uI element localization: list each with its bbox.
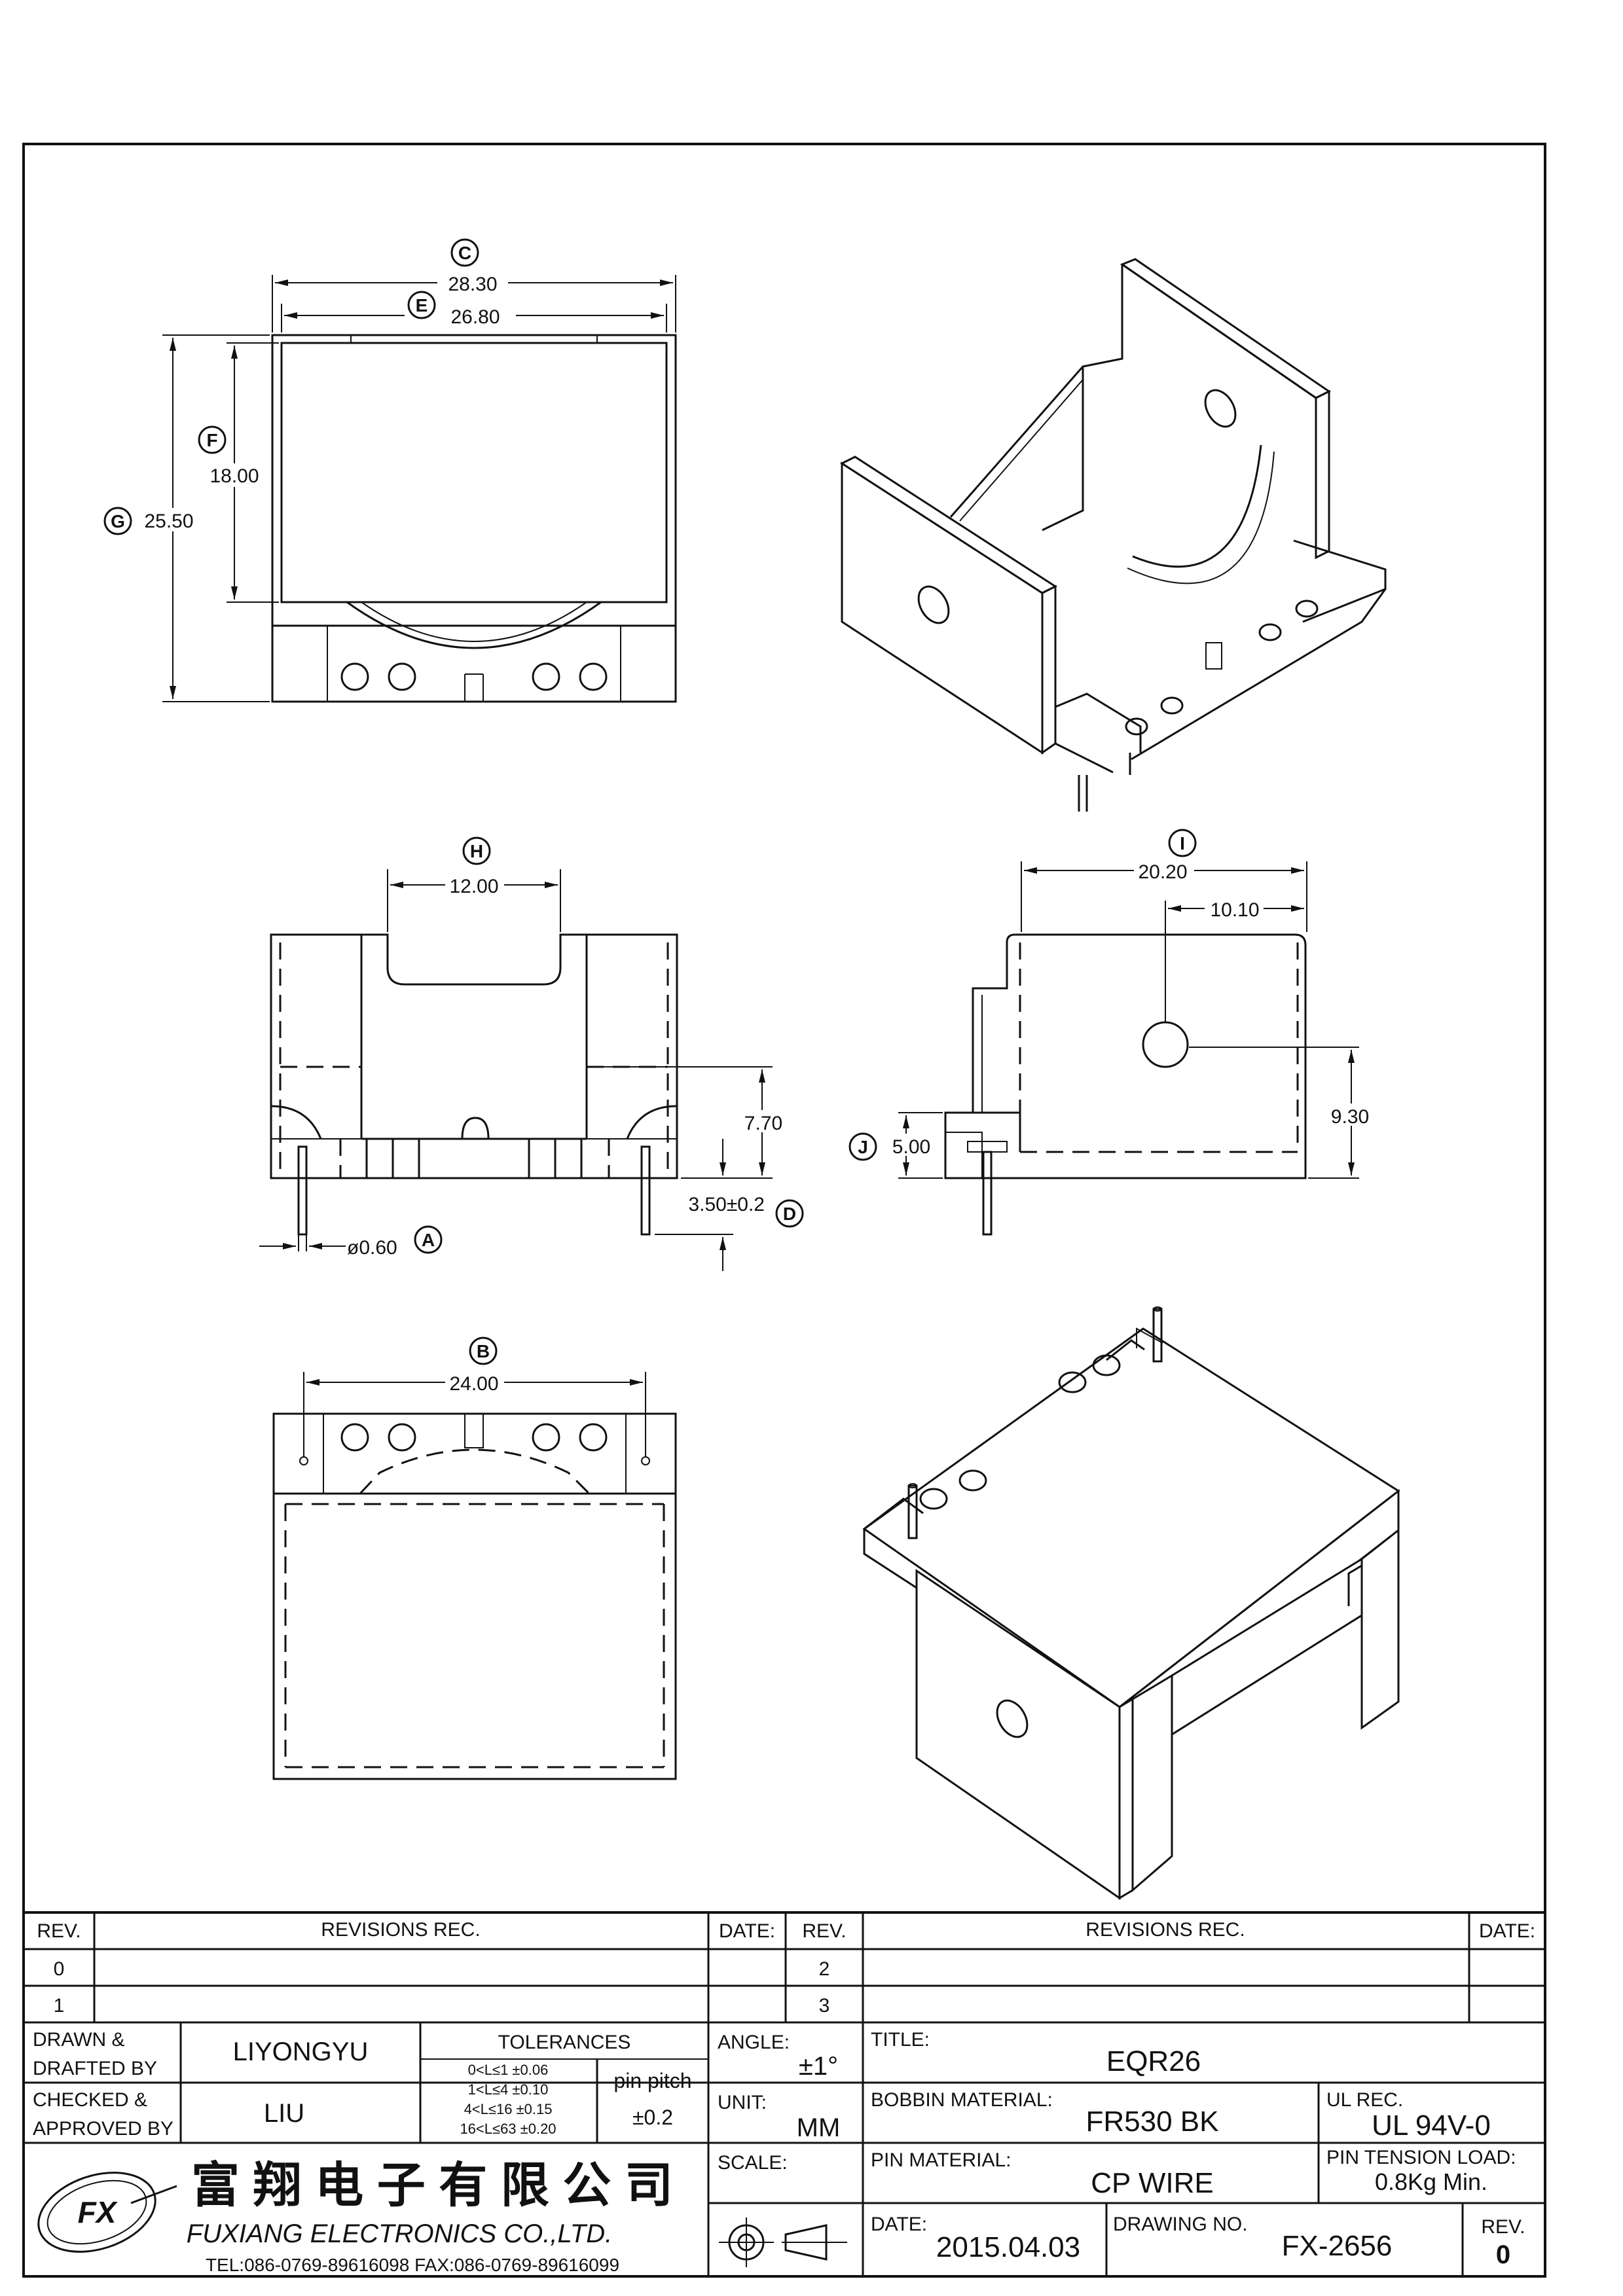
dim-h: H 12.00 (387, 836, 561, 932)
drawn-value: LIYONGYU (233, 2037, 369, 2066)
dim-i-tag: I (1180, 833, 1185, 853)
dim-i2-value: 10.10 (1210, 899, 1259, 921)
dim-a: ø0.60 A (259, 1178, 443, 1259)
dim-g-tag: G (111, 511, 125, 531)
tolerance-row-2: 4<L≤16 ±0.15 (464, 2101, 553, 2117)
dim-e-value: 26.80 (450, 306, 500, 328)
rev-header-left: REV. (37, 1920, 81, 1942)
drawing-no-label: DRAWING NO. (1113, 2214, 1248, 2235)
title-block: REV. REVISIONS REC. DATE: REV. REVISIONS… (24, 1911, 1545, 2276)
rev-row-2: 2 (819, 1958, 830, 1980)
bobbin-material-value: FR530 BK (1086, 2106, 1219, 2138)
dim-j-value: 5.00 (892, 1136, 930, 1158)
pin-pitch-value: ±0.2 (632, 2106, 673, 2129)
pin-pitch-label: pin pitch (613, 2069, 691, 2092)
drawn-label-2: DRAFTED BY (33, 2058, 157, 2079)
dim-c: C 28.30 (272, 238, 676, 332)
tolerance-row-0: 0<L≤1 ±0.06 (468, 2062, 549, 2078)
dim-a-tag: A (422, 1230, 435, 1250)
dim-j2-value: 9.30 (1331, 1106, 1369, 1128)
drawn-label-1: DRAWN & (33, 2029, 125, 2051)
angle-value: ±1° (799, 2052, 838, 2081)
checked-label-2: APPROVED BY (33, 2118, 173, 2140)
dim-h-tag: H (470, 841, 483, 861)
ul-rec-value: UL 94V-0 (1372, 2109, 1491, 2142)
scale-label: SCALE: (718, 2152, 788, 2174)
date-header-left: DATE: (719, 1920, 775, 1942)
unit-value: MM (797, 2113, 841, 2142)
checked-value: LIU (264, 2099, 304, 2128)
dim-f-value: 18.00 (210, 465, 259, 487)
drawing-no-value: FX-2656 (1282, 2230, 1393, 2262)
tolerance-row-1: 1<L≤4 ±0.10 (468, 2081, 549, 2098)
dim-g: G 25.50 (103, 334, 270, 702)
top-view (271, 334, 677, 703)
pin-material-label: PIN MATERIAL: (871, 2149, 1011, 2171)
title-value: EQR26 (1106, 2045, 1201, 2077)
pin-tension-value: 0.8Kg Min. (1375, 2168, 1487, 2195)
svg-text:FX: FX (78, 2195, 118, 2229)
dim-b-tag: B (477, 1341, 490, 1361)
rev-row-0: 0 (54, 1958, 65, 1980)
date-label: DATE: (871, 2214, 927, 2235)
dim-e: E 26.80 (281, 291, 667, 332)
company-contact: TEL:086-0769-89616098 FAX:086-0769-89616… (206, 2255, 619, 2275)
company-logo-icon: FX (37, 2172, 177, 2253)
dim-d2-value: 7.70 (744, 1113, 782, 1134)
dim-f: F 18.00 (198, 342, 279, 603)
dim-a-value: ø0.60 (347, 1237, 397, 1259)
dim-c-value: 28.30 (448, 274, 497, 295)
bottom-view (272, 1412, 677, 1780)
dim-i-value: 20.20 (1138, 861, 1187, 883)
date-value: 2015.04.03 (936, 2231, 1080, 2263)
dim-f-tag: F (206, 430, 217, 450)
dim-d: 7.70 3.50±0.2 D (589, 1066, 804, 1271)
projection-symbol-icon (719, 2217, 847, 2267)
rev-row-3: 3 (819, 1995, 830, 2017)
date-header-right: DATE: (1479, 1920, 1535, 1942)
revisions-header-right: REVISIONS REC. (1085, 1919, 1245, 1941)
rev-header-right: REV. (802, 1920, 846, 1942)
ul-rec-label: UL REC. (1326, 2089, 1403, 2111)
dim-d-value: 3.50±0.2 (688, 1194, 765, 1215)
company-name-en: FUXIANG ELECTRONICS CO.,LTD. (187, 2219, 612, 2248)
dim-i: I 20.20 10.10 (1021, 829, 1307, 1022)
dim-e-tag: E (416, 295, 428, 315)
pin-material-value: CP WIRE (1091, 2167, 1213, 2199)
isometric-view-bottom (862, 1306, 1400, 1900)
isometric-view-top (839, 258, 1387, 812)
side-view (944, 933, 1307, 1236)
dim-j-tag: J (858, 1137, 868, 1157)
rev-value: 0 (1496, 2240, 1510, 2269)
unit-label: UNIT: (718, 2092, 767, 2113)
rev-row-1: 1 (54, 1995, 65, 2017)
bobbin-material-label: BOBBIN MATERIAL: (871, 2089, 1053, 2111)
front-view (270, 933, 678, 1236)
dim-b-value: 24.00 (449, 1373, 498, 1395)
dim-j: 9.30 5.00 J (848, 1047, 1377, 1179)
rev-label: REV. (1481, 2216, 1525, 2238)
pin-tension-label: PIN TENSION LOAD: (1326, 2147, 1516, 2168)
title-label: TITLE: (871, 2029, 930, 2051)
dim-c-tag: C (458, 243, 471, 263)
dim-b: B 24.00 (303, 1336, 646, 1457)
revisions-header-left: REVISIONS REC. (321, 1919, 480, 1941)
sheet-border (22, 143, 1546, 2278)
tolerances-header: TOLERANCES (498, 2032, 631, 2053)
dim-h-value: 12.00 (449, 876, 498, 897)
checked-label-1: CHECKED & (33, 2089, 147, 2111)
angle-label: ANGLE: (718, 2032, 790, 2053)
company-name-cn: 富 翔 电 子 有 限 公 司 (191, 2158, 673, 2212)
tolerance-row-3: 16<L≤63 ±0.20 (460, 2121, 556, 2137)
dim-g-value: 25.50 (144, 511, 193, 532)
dim-d-tag: D (783, 1204, 796, 1224)
